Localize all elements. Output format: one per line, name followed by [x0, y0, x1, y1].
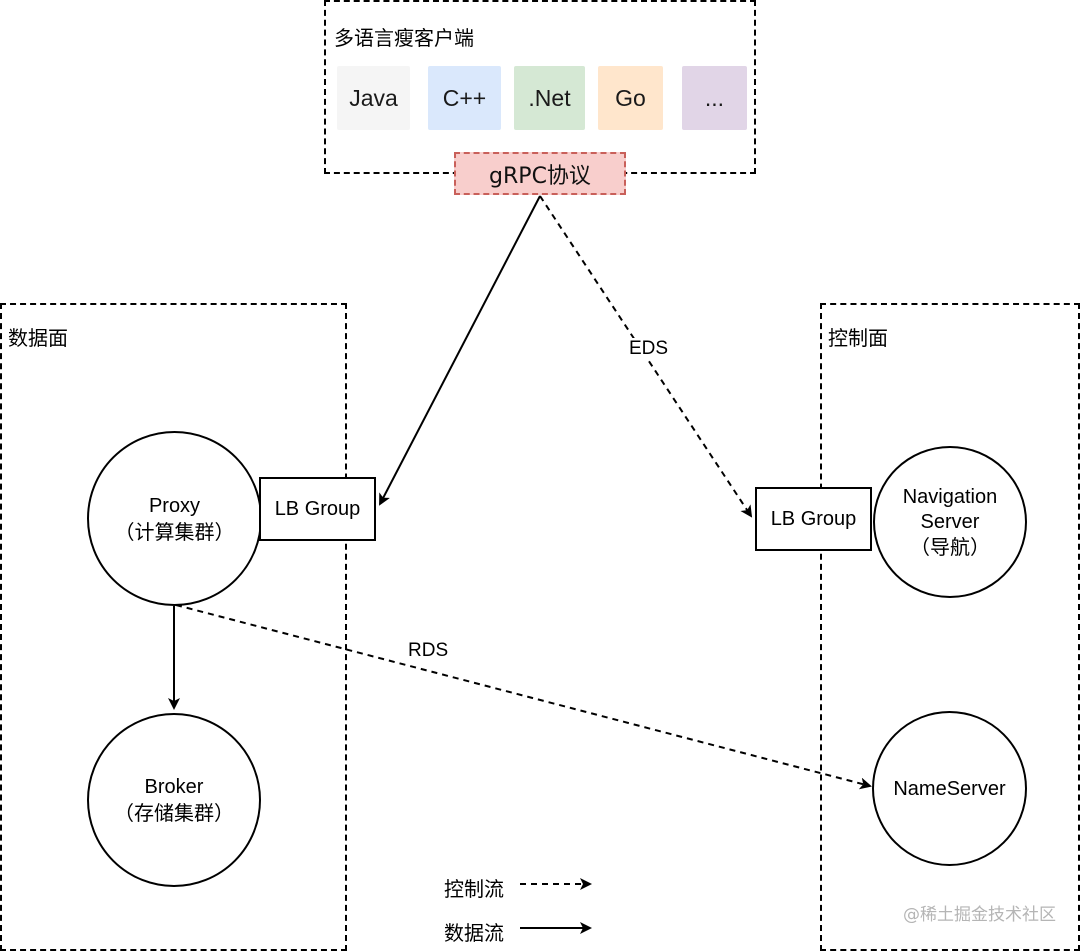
nameserver-node: NameServer: [872, 711, 1027, 866]
lang-go: Go: [598, 66, 663, 130]
legend-control-flow-label: 控制流: [444, 877, 504, 901]
proxy-node: Proxy （计算集群）: [87, 431, 262, 606]
rds-label: RDS: [408, 640, 449, 661]
lang-cpp: C++: [428, 66, 501, 130]
navigation-line1: Navigation: [902, 485, 998, 508]
nameserver-name: NameServer: [893, 777, 1006, 800]
proxy-lb-group: LB Group: [259, 477, 376, 541]
eds-label: EDS: [628, 338, 670, 360]
broker-note: （存储集群）: [114, 801, 234, 825]
data-plane-title: 数据面: [8, 326, 68, 350]
proxy-name: Proxy: [148, 494, 201, 517]
grpc-to-proxy-lb-arrow: [379, 195, 541, 506]
broker-name: Broker: [144, 776, 204, 798]
navigation-server-node: Navigation Server （导航）: [873, 446, 1027, 598]
control-lb-group: LB Group: [755, 487, 872, 551]
navigation-note: （导航）: [910, 534, 990, 559]
lang-dotnet: .Net: [514, 66, 585, 130]
grpc-protocol-box: gRPC协议: [454, 152, 626, 195]
legend-data-flow-label: 数据流: [444, 921, 504, 945]
proxy-note: （计算集群）: [114, 519, 235, 544]
control-plane-title: 控制面: [828, 326, 888, 350]
client-group-title: 多语言瘦客户端: [334, 26, 474, 50]
broker-node: Broker （存储集群）: [87, 713, 261, 887]
lang-java: Java: [337, 66, 410, 130]
navigation-line2: Server: [920, 510, 980, 533]
watermark: @稀土掘金技术社区: [903, 905, 1056, 925]
lang-more: ...: [682, 66, 747, 130]
